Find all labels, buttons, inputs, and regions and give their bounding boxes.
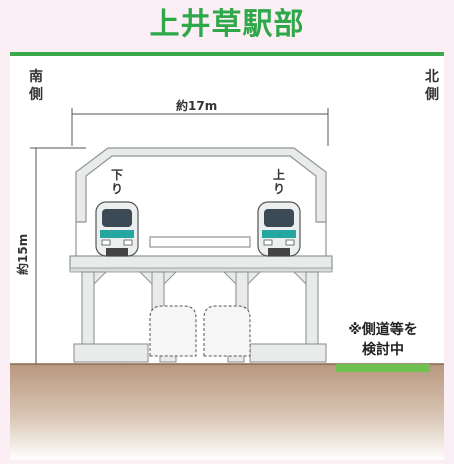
page-title: 上井草駅部 [149, 7, 305, 42]
side-road-note: ※側道等を 検討中 [330, 320, 436, 360]
width-dimension-label: 約17m [176, 99, 218, 113]
column [305, 271, 319, 347]
north-side-label: 北側 [425, 69, 439, 103]
footing [249, 343, 327, 363]
footing [73, 343, 149, 363]
train-up [257, 201, 301, 257]
down-track-label: 下り [111, 168, 124, 196]
south-side-label: 南側 [29, 69, 43, 103]
train-down [95, 201, 139, 257]
platform [149, 236, 251, 248]
column [81, 271, 95, 347]
side-road-bar [336, 364, 430, 372]
ground [10, 364, 444, 460]
height-dimension-label: 約15m [16, 233, 30, 275]
side-road-note-line1: ※側道等を [348, 322, 418, 338]
existing-train-right [203, 305, 251, 357]
up-track-label: 上り [273, 168, 286, 196]
existing-train-left [149, 305, 197, 357]
station-roof-shell [75, 147, 327, 223]
side-road-note-line2: 検討中 [362, 342, 404, 358]
title-underline [10, 52, 444, 56]
